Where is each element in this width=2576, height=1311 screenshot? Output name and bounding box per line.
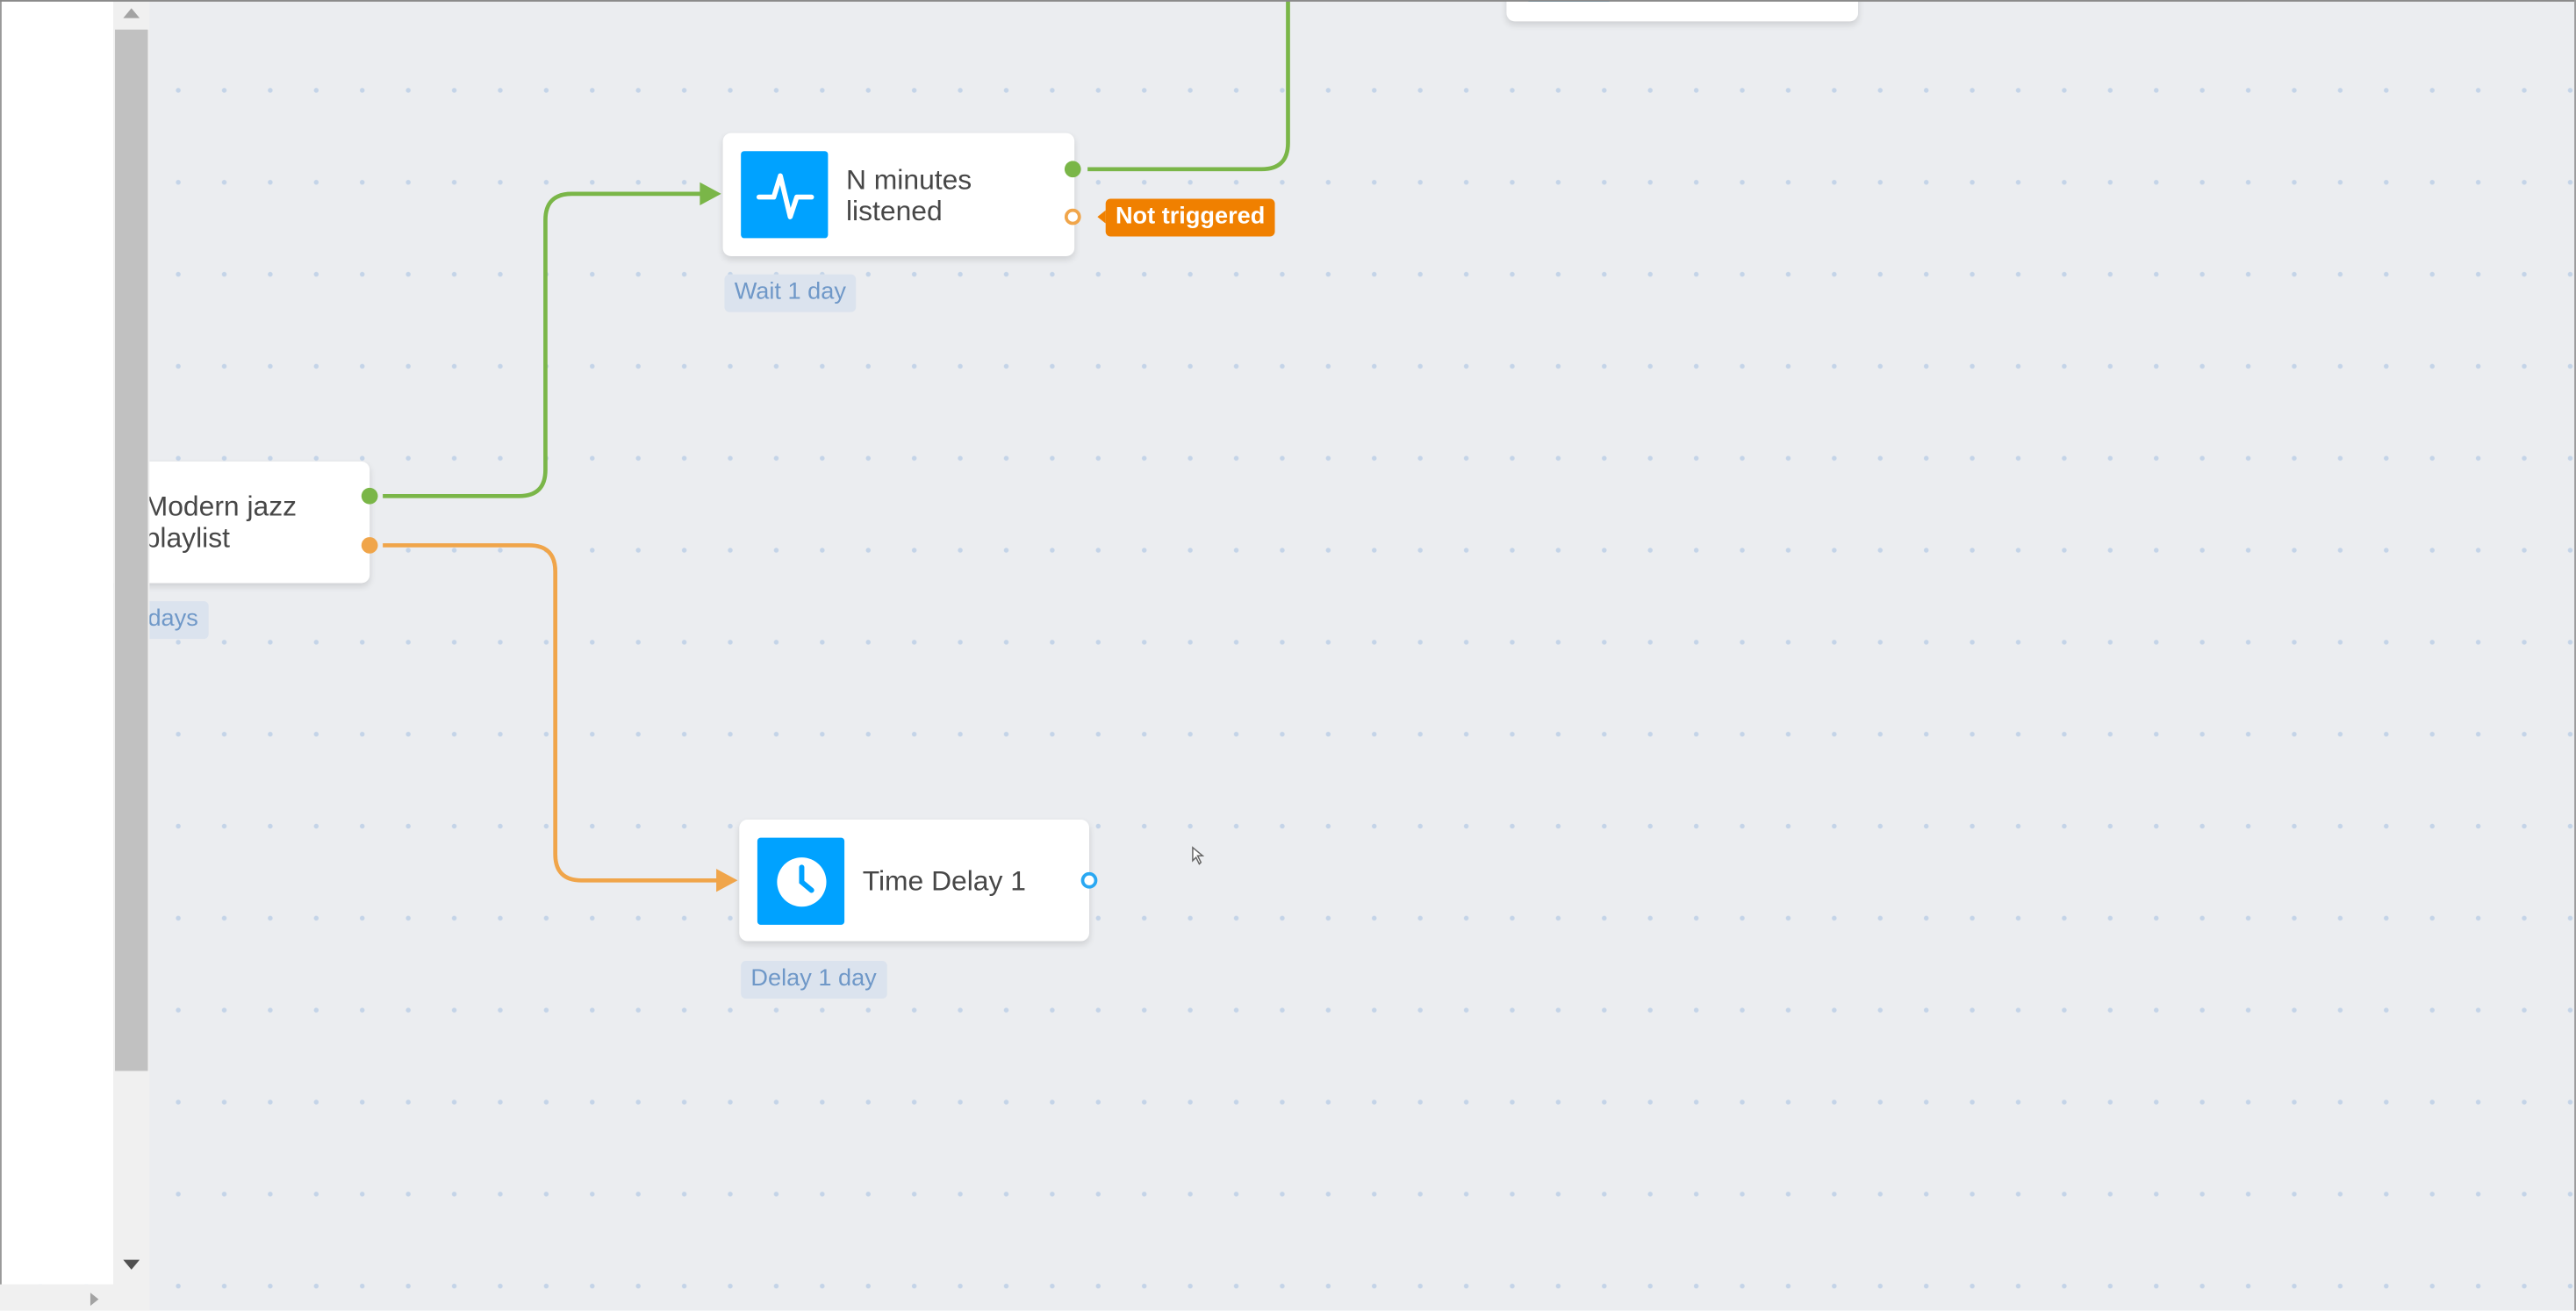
yes-port[interactable]: [361, 487, 378, 505]
output-port[interactable]: [1080, 871, 1098, 889]
node-n-minutes-listened[interactable]: N minutes listened: [722, 133, 1075, 257]
node-title-line: N minutes: [845, 164, 972, 196]
node-title-line: listened: [845, 195, 943, 227]
node-title: Time Delay 1: [862, 865, 1026, 898]
node-title: N minutes listened: [846, 164, 972, 226]
right-border: [2574, 0, 2576, 1311]
connection-jazz-to-timedelay[interactable]: [383, 543, 720, 883]
node-modern-jazz-playlist[interactable]: Modern jazz playlist: [32, 461, 370, 584]
vertical-scrollbar[interactable]: [113, 0, 150, 1311]
connection-jazz-to-nminutes[interactable]: [383, 191, 704, 498]
node-title-line: Modern jazz: [144, 491, 298, 523]
node-card-partial[interactable]: [1506, 0, 1859, 22]
arrow-head-icon: [716, 869, 738, 892]
delay-tag: days: [138, 601, 209, 640]
node-time-delay[interactable]: Time Delay 1: [739, 820, 1090, 942]
left-panel: [0, 0, 114, 1285]
clock-icon: [757, 837, 845, 925]
connection-nminutes-to-top[interactable]: [1087, 0, 1290, 172]
scroll-up-icon[interactable]: [123, 8, 140, 18]
yes-port[interactable]: [1064, 161, 1081, 178]
mouse-cursor-icon: [1192, 846, 1205, 865]
delay-tag: Delay 1 day: [741, 961, 886, 999]
node-title-line: playlist: [144, 522, 230, 554]
no-port[interactable]: [1064, 208, 1081, 226]
horizontal-scrollbar[interactable]: [0, 1284, 150, 1311]
top-border: [0, 0, 2576, 2]
node-title: Modern jazz playlist: [145, 491, 297, 554]
scroll-down-icon[interactable]: [123, 1259, 140, 1270]
pulse-icon: [741, 151, 829, 239]
wait-tag: Wait 1 day: [724, 274, 857, 312]
scrollbar-thumb[interactable]: [115, 29, 148, 1071]
no-port[interactable]: [361, 537, 378, 554]
scroll-right-icon[interactable]: [90, 1293, 99, 1307]
status-badge: Not triggered: [1097, 198, 1275, 237]
arrow-head-icon: [700, 182, 721, 205]
